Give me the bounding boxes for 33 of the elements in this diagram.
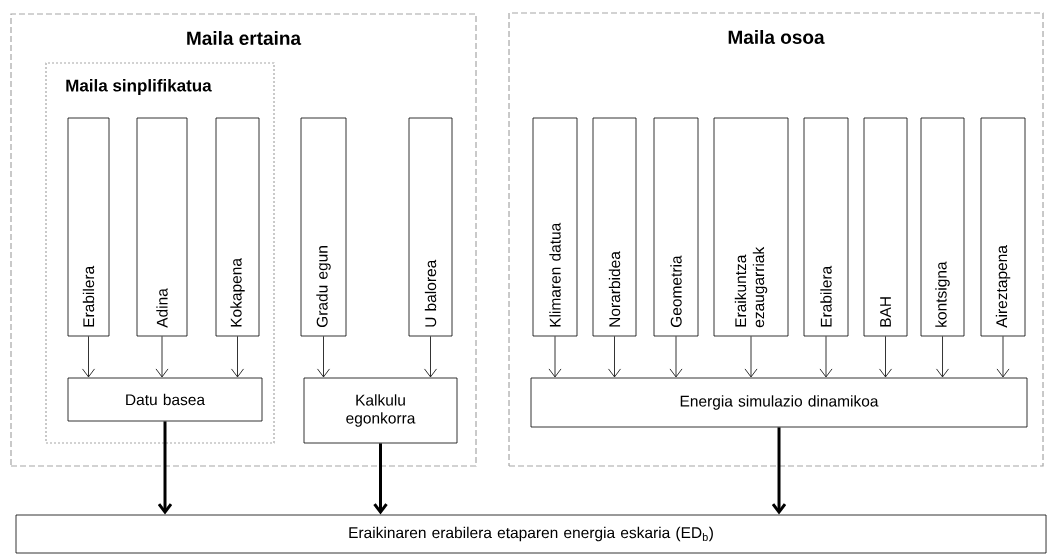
input-box: Kokapena: [215, 117, 260, 337]
result-box: Eraikinaren erabilera etaparen energia eskaria (ED$_{b}$): [15, 514, 1047, 554]
process-box: Kalkulu egonkorra: [303, 377, 458, 444]
input-box: Klimaren datua: [532, 117, 578, 337]
input-box: Geometria: [653, 117, 699, 337]
arrow: [548, 336, 562, 378]
input-box: Gradu egun: [300, 117, 347, 337]
input-box: Erabilera: [67, 117, 110, 337]
input-box: U balorea: [408, 117, 453, 337]
input-box: Adina: [136, 117, 188, 337]
arrow: [157, 421, 173, 515]
arrow: [771, 427, 787, 515]
arrow: [879, 336, 892, 378]
arrow: [608, 336, 621, 378]
arrow: [744, 336, 758, 378]
input-box: kontsigna: [920, 117, 965, 337]
arrow: [936, 336, 949, 378]
arrow: [669, 336, 683, 378]
process-box: Energia simulazio dinamikoa: [530, 377, 1028, 428]
input-box: Norarbidea: [592, 117, 637, 337]
arrow: [819, 336, 833, 378]
arrow: [424, 336, 437, 378]
arrow: [82, 336, 95, 378]
arrow: [996, 336, 1010, 378]
arrow: [231, 336, 244, 378]
input-box: Eraikuntza ezaugarriak: [713, 117, 789, 337]
arrow: [373, 443, 388, 515]
process-box: Datu basea: [67, 377, 263, 422]
input-box: Erabilera: [803, 117, 849, 337]
arrow: [317, 336, 330, 378]
input-box: Aireztapena: [980, 117, 1026, 337]
arrow: [155, 336, 169, 378]
input-box: BAH: [863, 117, 908, 337]
